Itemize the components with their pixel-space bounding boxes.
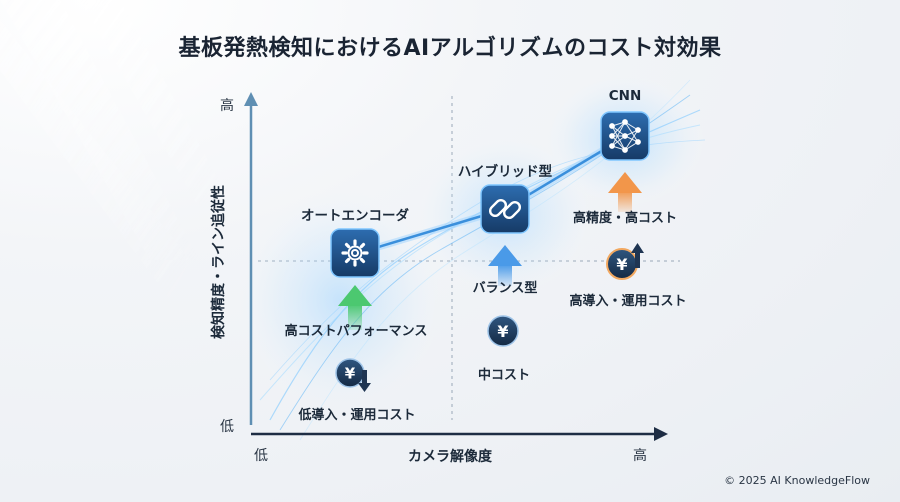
y-axis-high-label: 高 bbox=[220, 98, 234, 114]
link-icon bbox=[488, 198, 522, 220]
light-rays bbox=[0, 0, 230, 300]
yen-up-icon: ¥ bbox=[606, 243, 644, 280]
copyright-footer: © 2025 AI KnowledgeFlow bbox=[724, 474, 870, 487]
arrow-orange bbox=[608, 172, 642, 212]
x-axis-high-label: 高 bbox=[633, 448, 647, 464]
arrow-blue bbox=[488, 245, 522, 286]
trait-cnn: 高精度・高コスト bbox=[572, 211, 678, 226]
x-axis bbox=[251, 427, 668, 441]
trait-autoencoder: 高コストパフォーマンス bbox=[284, 324, 428, 339]
trait-hybrid: バランス型 bbox=[472, 281, 538, 296]
y-axis-title: 検知精度・ライン追従性 bbox=[211, 185, 227, 339]
cost-autoencoder: 低導入・運用コスト bbox=[298, 408, 416, 423]
arrow-green bbox=[338, 285, 372, 330]
gear-icon bbox=[341, 239, 369, 267]
x-axis-title: カメラ解像度 bbox=[408, 449, 492, 465]
node-cnn-label: CNN bbox=[608, 88, 642, 104]
node-autoencoder-label: オートエンコーダ bbox=[301, 208, 409, 224]
node-cnn bbox=[600, 111, 650, 161]
y-axis bbox=[244, 92, 258, 425]
yen-down-icon: ¥ bbox=[335, 358, 371, 392]
cost-hybrid: 中コスト bbox=[477, 368, 531, 383]
node-hybrid bbox=[480, 184, 530, 234]
neural-network-icon bbox=[609, 119, 641, 153]
cost-cnn: 高導入・運用コスト bbox=[569, 294, 687, 309]
x-axis-low-label: 低 bbox=[254, 448, 268, 464]
node-autoencoder bbox=[330, 228, 380, 278]
node-hybrid-label: ハイブリッド型 bbox=[457, 164, 553, 180]
svg-text:¥: ¥ bbox=[616, 255, 627, 274]
page-title: 基板発熱検知におけるAIアルゴリズムのコスト対効果 bbox=[178, 36, 722, 61]
svg-text:¥: ¥ bbox=[497, 322, 508, 341]
y-axis-low-label: 低 bbox=[220, 419, 234, 435]
yen-icon: ¥ bbox=[487, 315, 519, 347]
svg-text:¥: ¥ bbox=[345, 365, 356, 383]
